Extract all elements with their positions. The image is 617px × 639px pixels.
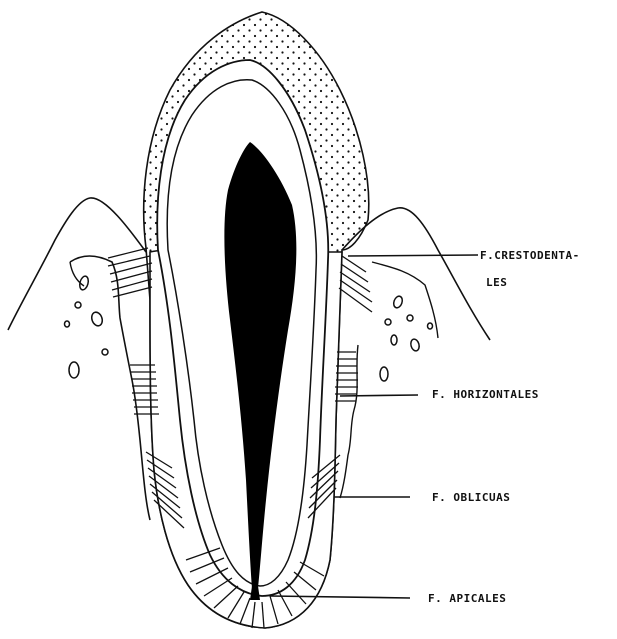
crestodental-fibers-left — [108, 248, 152, 297]
alveolar-bone-left — [8, 198, 146, 330]
crestodental-fibers-right — [339, 256, 372, 312]
label-apicales: F. APICALES — [428, 592, 506, 605]
horizontal-fibers-right — [335, 352, 358, 401]
marrow-spaces-left — [65, 275, 109, 378]
marrow-spaces-right — [380, 295, 433, 381]
bone-mesial-left — [70, 262, 84, 286]
label-crestodental-line1: F.CRESTODENTA- — [480, 249, 580, 262]
bone-socket-wall-left — [70, 256, 150, 520]
label-crestodental-line2: LES — [486, 276, 507, 289]
bone-socket-wall-right-lower — [340, 345, 358, 498]
label-oblicuas: F. OBLICUAS — [432, 491, 510, 504]
leader-horizontales — [340, 395, 418, 396]
label-horizontales: F. HORIZONTALES — [432, 388, 539, 401]
leader-crestodental — [348, 255, 478, 256]
